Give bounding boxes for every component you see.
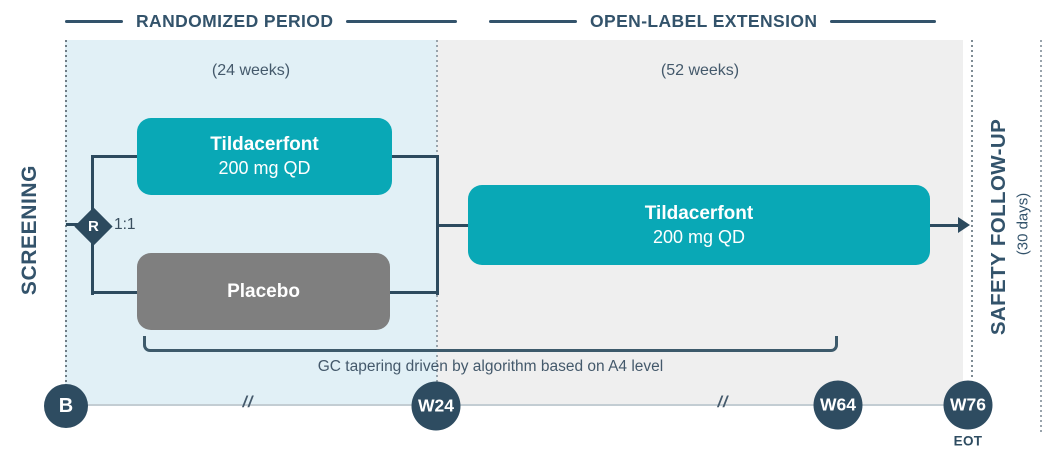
connector-to-ole-box (436, 224, 469, 227)
arrowhead-icon (958, 217, 970, 233)
end-of-treatment-label: EOT (953, 433, 983, 449)
screening-boundary-dotted-line (65, 40, 67, 405)
header-line (65, 19, 123, 23)
drug-name: Tildacerfont (644, 202, 754, 224)
timeline-point-baseline: B (44, 384, 88, 428)
open-label-extension-header: OPEN-LABEL EXTENSION (489, 9, 936, 33)
timeline-point-week64: W64 (813, 380, 863, 430)
randomized-period-panel (65, 40, 437, 405)
connector-top-right (392, 155, 439, 158)
header-line (346, 19, 457, 23)
timeline-break-mark: // (717, 394, 729, 411)
timeline-point-week76: W76 (943, 380, 993, 430)
connector-ole-to-followup (930, 224, 960, 227)
placebo-box: Placebo (137, 253, 390, 330)
tildacerfont-box-randomized: Tildacerfont 200 mg QD (137, 118, 392, 195)
randomized-duration-label: (24 weeks) (211, 62, 291, 79)
tildacerfont-box-open-label: Tildacerfont 200 mg QD (468, 185, 930, 265)
header-line (830, 19, 936, 23)
connector-bottom-right (390, 291, 439, 294)
drug-dose: 200 mg QD (652, 226, 746, 247)
gc-tapering-note: GC tapering driven by algorithm based on… (317, 358, 664, 375)
connector-top-left (91, 155, 138, 158)
followup-right-dotted-line (1040, 40, 1042, 432)
timeline-axis (66, 404, 968, 406)
drug-name: Placebo (227, 280, 300, 302)
header-line (489, 19, 577, 23)
followup-left-dotted-line (971, 40, 973, 380)
drug-dose: 200 mg QD (218, 158, 311, 179)
randomization-symbol: R (88, 218, 99, 235)
randomized-period-header: RANDOMIZED PERIOD (65, 9, 457, 33)
thirty-days-label: (30 days) (1014, 192, 1032, 256)
open-label-extension-title: OPEN-LABEL EXTENSION (590, 10, 818, 31)
randomized-period-title: RANDOMIZED PERIOD (136, 10, 334, 31)
drug-name: Tildacerfont (210, 134, 319, 156)
randomization-ratio-label: 1:1 (114, 216, 136, 233)
gc-tapering-bracket (143, 336, 838, 352)
timeline-point-week24: W24 (411, 381, 461, 431)
timeline-break-mark: // (242, 394, 254, 411)
open-label-duration-label: (52 weeks) (660, 62, 740, 79)
screening-label: SCREENING (18, 164, 41, 296)
connector-screening-to-diamond (66, 223, 78, 226)
safety-followup-label: SAFETY FOLLOW-UP (987, 118, 1010, 336)
connector-bottom-left (91, 291, 138, 294)
